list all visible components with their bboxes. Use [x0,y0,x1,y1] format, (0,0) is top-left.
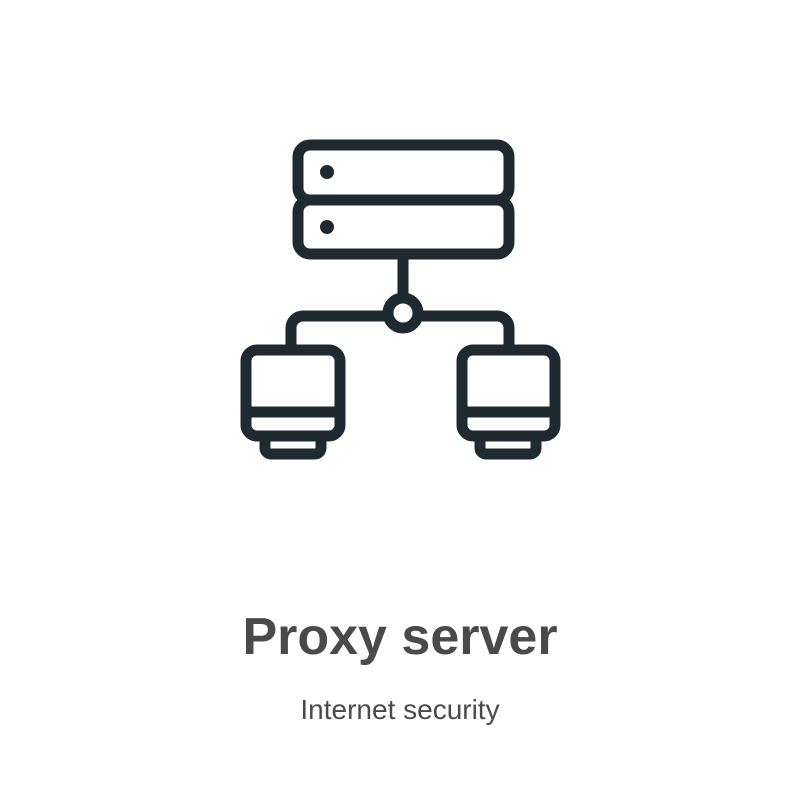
server-indicator-dot-top [320,165,334,179]
left-computer-monitor [240,344,346,442]
right-branch-line [412,310,515,356]
right-computer-monitor [456,344,561,442]
icon-title: Proxy server [242,608,558,666]
right-computer-stand [474,430,542,460]
icon-category: Internet security [300,694,500,725]
left-branch-line [285,310,394,356]
server-indicator-dot-bottom [320,220,334,234]
left-computer-stand [259,430,327,460]
